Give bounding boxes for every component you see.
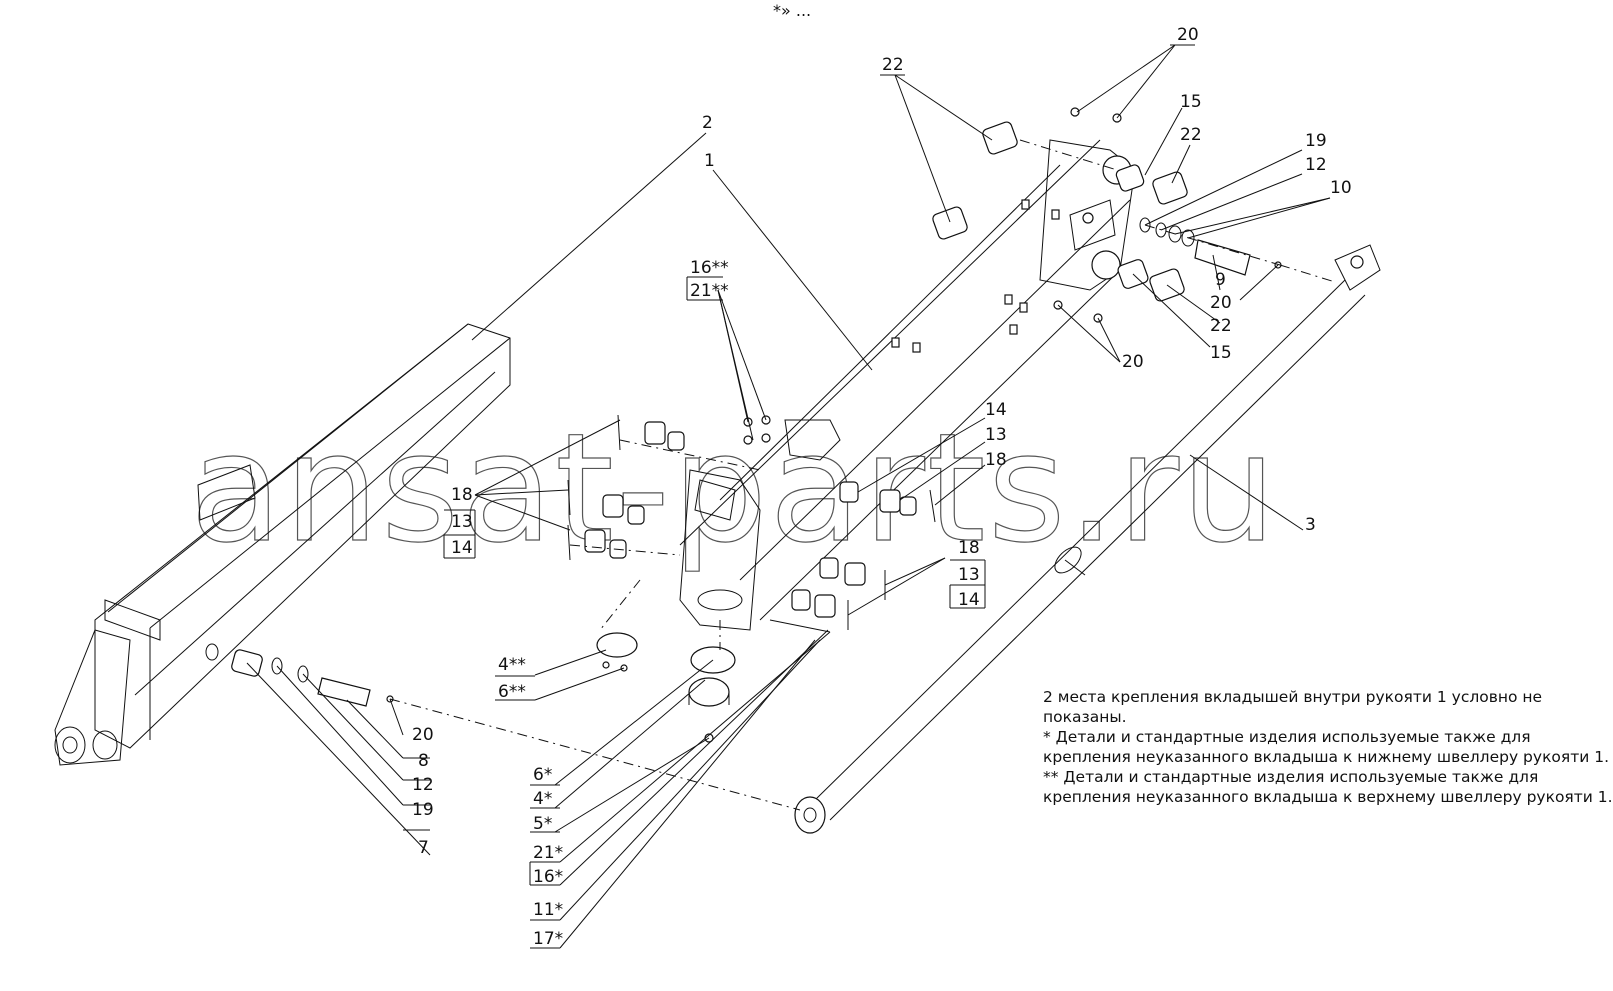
- note-line: показаны.: [1043, 708, 1127, 726]
- callout-14: 14: [985, 400, 1007, 420]
- note-line: крепления неуказанного вкладыша к верхне…: [1043, 788, 1613, 806]
- callout-20: 20: [1210, 293, 1232, 313]
- callout-22: 22: [1180, 125, 1202, 145]
- callout-1: 1: [704, 151, 715, 171]
- callout-16s: 16*: [533, 867, 563, 887]
- callout-7: 7: [418, 838, 429, 858]
- callout-15: 15: [1180, 92, 1202, 112]
- note-line: 2 места крепления вкладышей внутри рукоя…: [1043, 688, 1543, 706]
- callout-11s: 11*: [533, 900, 563, 920]
- callout-22: 22: [882, 55, 904, 75]
- callout-3: 3: [1305, 515, 1316, 535]
- callout-19: 19: [412, 800, 434, 820]
- callout-22: 22: [1210, 316, 1232, 336]
- callout-17s: 17*: [533, 929, 563, 949]
- callout-20: 20: [412, 725, 434, 745]
- callout-18: 18: [985, 450, 1007, 470]
- callout-18: 18: [958, 538, 980, 558]
- callout-20: 20: [1122, 352, 1144, 372]
- callout-4ss: 4**: [498, 655, 526, 675]
- callout-8: 8: [418, 751, 429, 771]
- note-line: ** Детали и стандартные изделия использу…: [1043, 768, 1539, 786]
- watermark: ansat-parts.ru: [190, 402, 1278, 576]
- callout-labels: 2 1 22 20 15 22 19 12 10 9 20 22 15 20 1…: [412, 25, 1352, 949]
- callout-14: 14: [451, 538, 473, 558]
- callout-20: 20: [1177, 25, 1199, 45]
- leader-lines: [246, 44, 1331, 949]
- callout-12: 12: [412, 775, 434, 795]
- callout-21s: 21*: [533, 843, 563, 863]
- callout-14: 14: [958, 590, 980, 610]
- hardware-parts: [231, 107, 1282, 743]
- part-1-arm: [679, 139, 1136, 631]
- callout-2: 2: [702, 113, 713, 133]
- callout-13: 13: [985, 425, 1007, 445]
- callout-15: 15: [1210, 343, 1232, 363]
- part-3-cylinder: [794, 244, 1381, 834]
- callout-16ss: 16**: [690, 258, 729, 278]
- center-lines: [389, 139, 1336, 811]
- callout-4s: 4*: [533, 789, 552, 809]
- callout-13: 13: [451, 512, 473, 532]
- label-boxes: [403, 44, 1195, 949]
- callout-6ss: 6**: [498, 682, 526, 702]
- note-line: крепления неуказанного вкладыша к нижнем…: [1043, 748, 1610, 766]
- callout-6s: 6*: [533, 765, 552, 785]
- header-mark: *» ...: [773, 1, 811, 20]
- callout-12: 12: [1305, 155, 1327, 175]
- note-line: * Детали и стандартные изделия используе…: [1043, 728, 1531, 746]
- drawing-notes: 2 места крепления вкладышей внутри рукоя…: [1043, 687, 1613, 807]
- callout-13: 13: [958, 565, 980, 585]
- callout-5s: 5*: [533, 814, 552, 834]
- callout-18: 18: [451, 485, 473, 505]
- callout-21ss: 21**: [690, 281, 729, 301]
- callout-9: 9: [1215, 270, 1226, 290]
- callout-10: 10: [1330, 178, 1352, 198]
- callout-19: 19: [1305, 131, 1327, 151]
- part-2-boom: [54, 323, 511, 766]
